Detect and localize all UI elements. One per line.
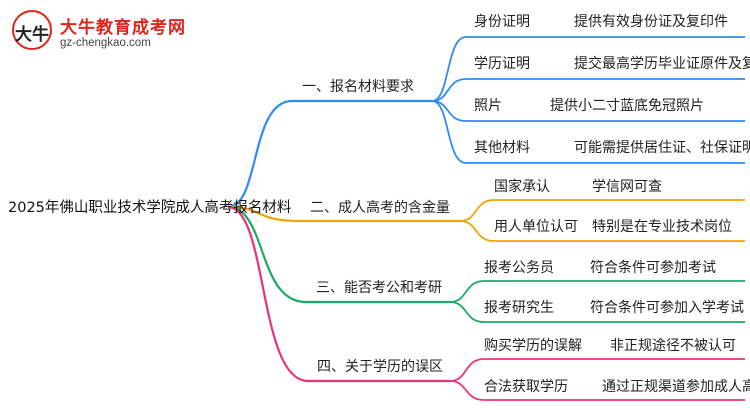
branch-1-item-3-desc: 提供小二寸蓝底免冠照片 bbox=[550, 98, 704, 114]
branch-1-item-1-desc: 提供有效身份证及复印件 bbox=[574, 14, 728, 30]
branch-3-label: 三、能否考公和考研 bbox=[316, 280, 442, 296]
branch-3-item-2-desc: 符合条件可参加入学考试 bbox=[590, 300, 744, 316]
branch-1-item-2-desc: 提交最高学历毕业证原件及复印件 bbox=[574, 56, 750, 72]
branch-4-item-1-desc: 非正规途径不被认可 bbox=[610, 338, 736, 354]
branch-2-root-connector bbox=[227, 205, 301, 223]
branch-4-root-connector bbox=[227, 205, 309, 383]
branch-2-item-2-name: 用人单位认可 bbox=[494, 219, 578, 235]
branch-3-item-2-name: 报考研究生 bbox=[484, 300, 554, 316]
site-logo[interactable]: 大牛 大牛教育成考网 gz-chengkao.com bbox=[8, 6, 185, 58]
branch-3-leaf-1-connector bbox=[449, 280, 485, 303]
branch-2-item-2-desc: 特别是在专业技术岗位 bbox=[592, 219, 732, 235]
branch-1-leaf-2-connector bbox=[431, 78, 467, 102]
branch-3-root-connector bbox=[227, 205, 307, 304]
logo-badge-text: 大牛 bbox=[15, 25, 49, 45]
logo-title: 大牛教育成考网 bbox=[60, 18, 186, 38]
branch-2-leaf-2-connector bbox=[459, 220, 495, 242]
branch-1-item-2-name: 学历证明 bbox=[474, 56, 530, 72]
branch-1-item-1-name: 身份证明 bbox=[474, 14, 530, 30]
branch-1-item-3-name: 照片 bbox=[474, 98, 502, 114]
branch-2-label: 二、成人高考的含金量 bbox=[310, 200, 450, 216]
branch-4-item-2-desc: 通过正规渠道参加成人高考 bbox=[602, 379, 750, 395]
branch-4-label: 四、关于学历的误区 bbox=[317, 359, 443, 375]
branch-1-label: 一、报名材料要求 bbox=[302, 79, 414, 95]
branch-1-leaf-4-connector bbox=[431, 100, 467, 164]
branch-1-item-4-desc: 可能需提供居住证、社保证明等 bbox=[574, 140, 750, 156]
branch-2-leaf-1-connector bbox=[459, 199, 495, 222]
branch-1-item-4-name: 其他材料 bbox=[474, 140, 530, 156]
mindmap-root-topic: 2025年佛山职业技术学院成人高考报名材料 bbox=[8, 200, 292, 216]
logo-badge-icon: 大牛 bbox=[12, 10, 52, 50]
branch-2-item-1-desc: 学信网可查 bbox=[592, 179, 662, 195]
branch-2-item-1-name: 国家承认 bbox=[494, 179, 550, 195]
branch-4-item-1-name: 购买学历的误解 bbox=[484, 338, 582, 354]
branch-1-root-connector bbox=[227, 99, 293, 209]
branch-4-leaf-1-connector bbox=[449, 358, 485, 382]
logo-url: gz-chengkao.com bbox=[60, 37, 151, 49]
branch-3-item-1-desc: 符合条件可参加考试 bbox=[590, 260, 716, 276]
branch-3-item-1-name: 报考公务员 bbox=[484, 260, 554, 276]
branch-4-leaf-2-connector bbox=[449, 380, 485, 401]
branch-4-item-2-name: 合法获取学历 bbox=[484, 379, 568, 395]
branch-3-leaf-2-connector bbox=[449, 301, 485, 323]
branch-1-leaf-1-connector bbox=[431, 36, 467, 102]
